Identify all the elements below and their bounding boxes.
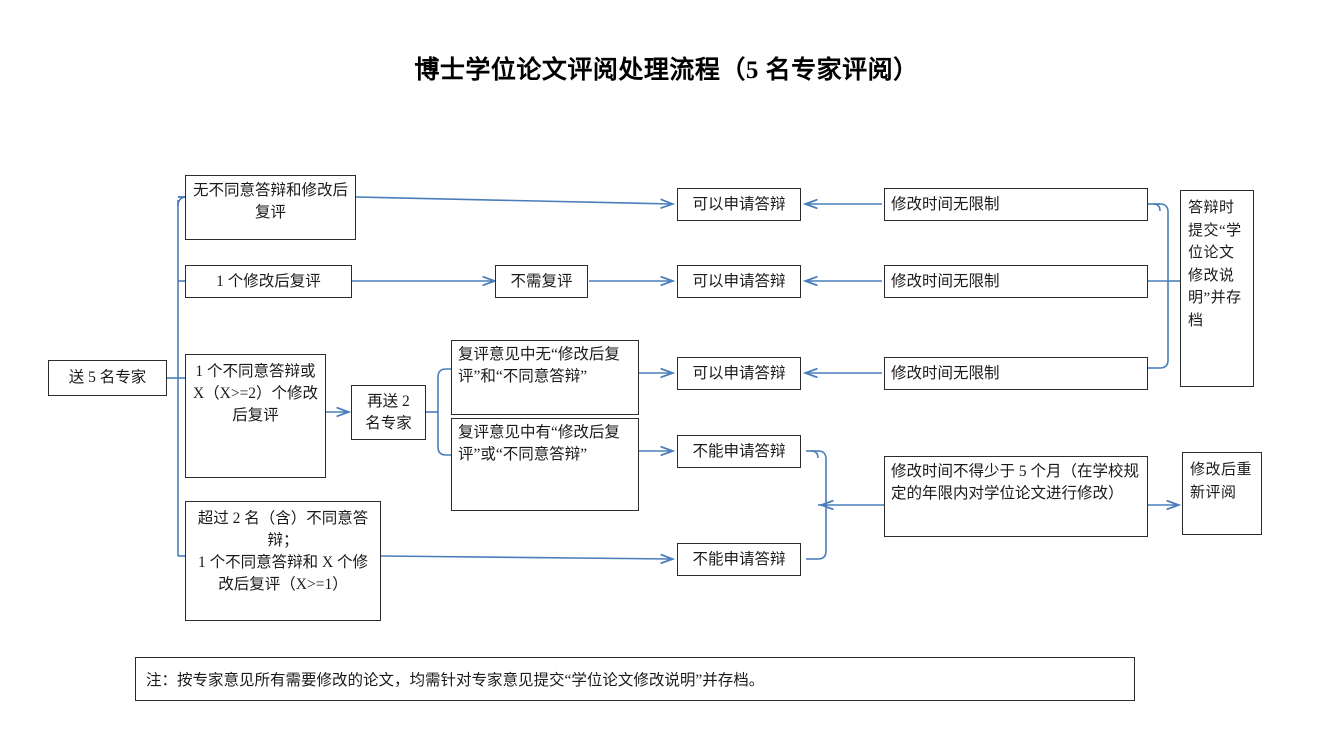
node-resend-two-label: 再送 2 名专家 — [365, 392, 412, 432]
node-branch-over-two[interactable]: 超过 2 名（含）不同意答辩； 1 个不同意答辩和 X 个修改后复评（X>=1） — [185, 501, 381, 621]
node-review-no-issue[interactable]: 复评意见中无“修改后复评”和“不同意答辩” — [451, 340, 639, 415]
node-cannot-apply-1[interactable]: 不能申请答辩 — [677, 435, 801, 468]
node-branch-none-label: 无不同意答辩和修改后复评 — [192, 182, 348, 221]
node-time-unlimited-2[interactable]: 修改时间无限制 — [884, 265, 1148, 298]
node-start-label: 送 5 名专家 — [68, 369, 147, 386]
node-submit-statement[interactable]: 答辩时提交“学位论文修改说明”并存档 — [1180, 190, 1254, 387]
node-time-unlimited-3[interactable]: 修改时间无限制 — [884, 357, 1148, 390]
node-cannot-apply-2-label: 不能申请答辩 — [692, 550, 786, 568]
node-branch-over-two-label: 超过 2 名（含）不同意答辩； 1 个不同意答辩和 X 个修改后复评（X>=1） — [197, 510, 369, 593]
node-time-unlimited-3-label: 修改时间无限制 — [891, 364, 1000, 382]
node-cannot-apply-2[interactable]: 不能申请答辩 — [677, 543, 801, 576]
node-branch-one-revise[interactable]: 1 个修改后复评 — [185, 265, 352, 298]
node-no-review-needed-label: 不需复评 — [510, 272, 573, 290]
node-re-review[interactable]: 修改后重新评阅 — [1182, 452, 1262, 535]
node-review-no-issue-label: 复评意见中无“修改后复评”和“不同意答辩” — [458, 346, 620, 385]
node-can-apply-1[interactable]: 可以申请答辩 — [677, 188, 801, 221]
node-no-review-needed[interactable]: 不需复评 — [495, 265, 588, 298]
note-text: 注：按专家意见所有需要修改的论文，均需针对专家意见提交“学位论文修改说明”并存档… — [146, 672, 765, 689]
node-can-apply-1-label: 可以申请答辩 — [692, 195, 786, 213]
node-branch-one-disagree[interactable]: 1 个不同意答辩或 X（X>=2）个修改后复评 — [185, 354, 326, 478]
node-time-unlimited-1[interactable]: 修改时间无限制 — [884, 188, 1148, 221]
node-branch-one-disagree-label: 1 个不同意答辩或 X（X>=2）个修改后复评 — [192, 363, 319, 424]
node-re-review-label: 修改后重新评阅 — [1190, 462, 1253, 501]
node-cannot-apply-1-label: 不能申请答辩 — [692, 442, 786, 460]
node-can-apply-2-label: 可以申请答辩 — [692, 272, 786, 290]
node-time-unlimited-1-label: 修改时间无限制 — [891, 195, 1000, 213]
node-review-has-issue[interactable]: 复评意见中有“修改后复评”或“不同意答辩” — [451, 418, 639, 511]
note-box: 注：按专家意见所有需要修改的论文，均需针对专家意见提交“学位论文修改说明”并存档… — [135, 657, 1135, 701]
node-resend-two[interactable]: 再送 2 名专家 — [351, 385, 426, 440]
node-start[interactable]: 送 5 名专家 — [48, 360, 167, 396]
node-review-has-issue-label: 复评意见中有“修改后复评”或“不同意答辩” — [458, 424, 620, 463]
node-time-min-five-months[interactable]: 修改时间不得少于 5 个月（在学校规定的年限内对学位论文进行修改） — [884, 456, 1148, 537]
node-can-apply-2[interactable]: 可以申请答辩 — [677, 265, 801, 298]
node-can-apply-3[interactable]: 可以申请答辩 — [677, 357, 801, 390]
node-can-apply-3-label: 可以申请答辩 — [692, 364, 786, 382]
node-time-min-five-months-label: 修改时间不得少于 5 个月（在学校规定的年限内对学位论文进行修改） — [891, 463, 1140, 502]
node-branch-one-revise-label: 1 个修改后复评 — [216, 272, 321, 290]
page-title: 博士学位论文评阅处理流程（5 名专家评阅） — [414, 57, 919, 84]
node-time-unlimited-2-label: 修改时间无限制 — [891, 272, 1000, 290]
node-submit-statement-label: 答辩时提交“学位论文修改说明”并存档 — [1188, 200, 1242, 329]
node-branch-none[interactable]: 无不同意答辩和修改后复评 — [185, 175, 356, 240]
